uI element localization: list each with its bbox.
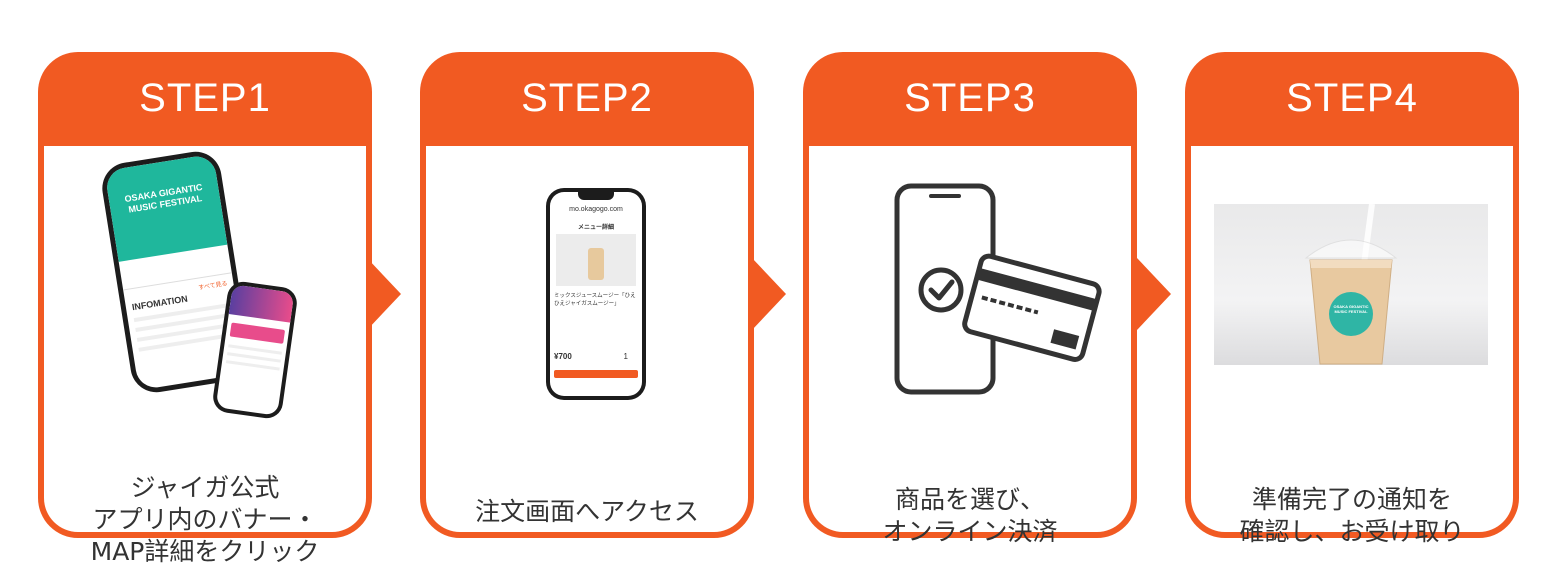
- step-caption: 準備完了の通知を 確認し、お受け取り: [1239, 485, 1465, 546]
- step-caption: 注文画面へアクセス: [475, 497, 699, 526]
- step-title: STEP4: [1286, 75, 1418, 120]
- step-body: OSAKA GIGANTIC MUSIC FESTIVAL すべて見る INFO…: [44, 146, 366, 566]
- arrow-right-icon: [367, 258, 401, 330]
- step-body: 商品を選び、 オンライン決済: [809, 146, 1131, 546]
- arrow-right-icon: [1137, 258, 1171, 330]
- step-caption: ジャイガ公式 アプリ内のバナー・ MAP詳細をクリック: [90, 473, 320, 566]
- cup-logo-line1: OSAKA GIGANTIC: [1333, 304, 1369, 309]
- step-body: mo.okagogo.com メニュー詳細 ミックスジュースムージー「ひえひえジ…: [426, 146, 748, 532]
- order-phone: mo.okagogo.com メニュー詳細 ミックスジュースムージー「ひえひえジ…: [546, 188, 646, 400]
- quantity[interactable]: 1: [623, 352, 628, 361]
- url-bar[interactable]: mo.okagogo.com: [569, 206, 623, 213]
- step-card-2: STEP2 mo.okagogo.com メニュー詳細 ミックスジュースムージー…: [420, 52, 754, 538]
- step-card-1: STEP1 OSAKA GIGANTIC MUSIC FESTIVAL すべて見…: [38, 52, 372, 566]
- add-to-cart-button[interactable]: [554, 370, 638, 378]
- product-name: ミックスジュースムージー「ひえひえジャイガスムージー」: [554, 293, 636, 307]
- screen-header: メニュー詳細: [577, 225, 614, 231]
- smoothie-photo: OSAKA GIGANTIC MUSIC FESTIVAL: [1214, 204, 1488, 365]
- step-card-3: STEP3 商品を選び、 オンライン決済: [803, 52, 1137, 546]
- credit-card-icon: [962, 253, 1102, 362]
- step-title: STEP2: [521, 75, 653, 120]
- cup-logo-line2: MUSIC FESTIVAL: [1334, 309, 1368, 314]
- step-title: STEP1: [139, 75, 271, 120]
- check-icon: [918, 267, 964, 313]
- smartphone-icon: [894, 183, 1102, 395]
- step-caption: 商品を選び、 オンライン決済: [882, 485, 1058, 546]
- arrow-right-icon: [752, 258, 786, 330]
- price: ¥700: [554, 352, 572, 361]
- step-title: STEP3: [904, 75, 1036, 120]
